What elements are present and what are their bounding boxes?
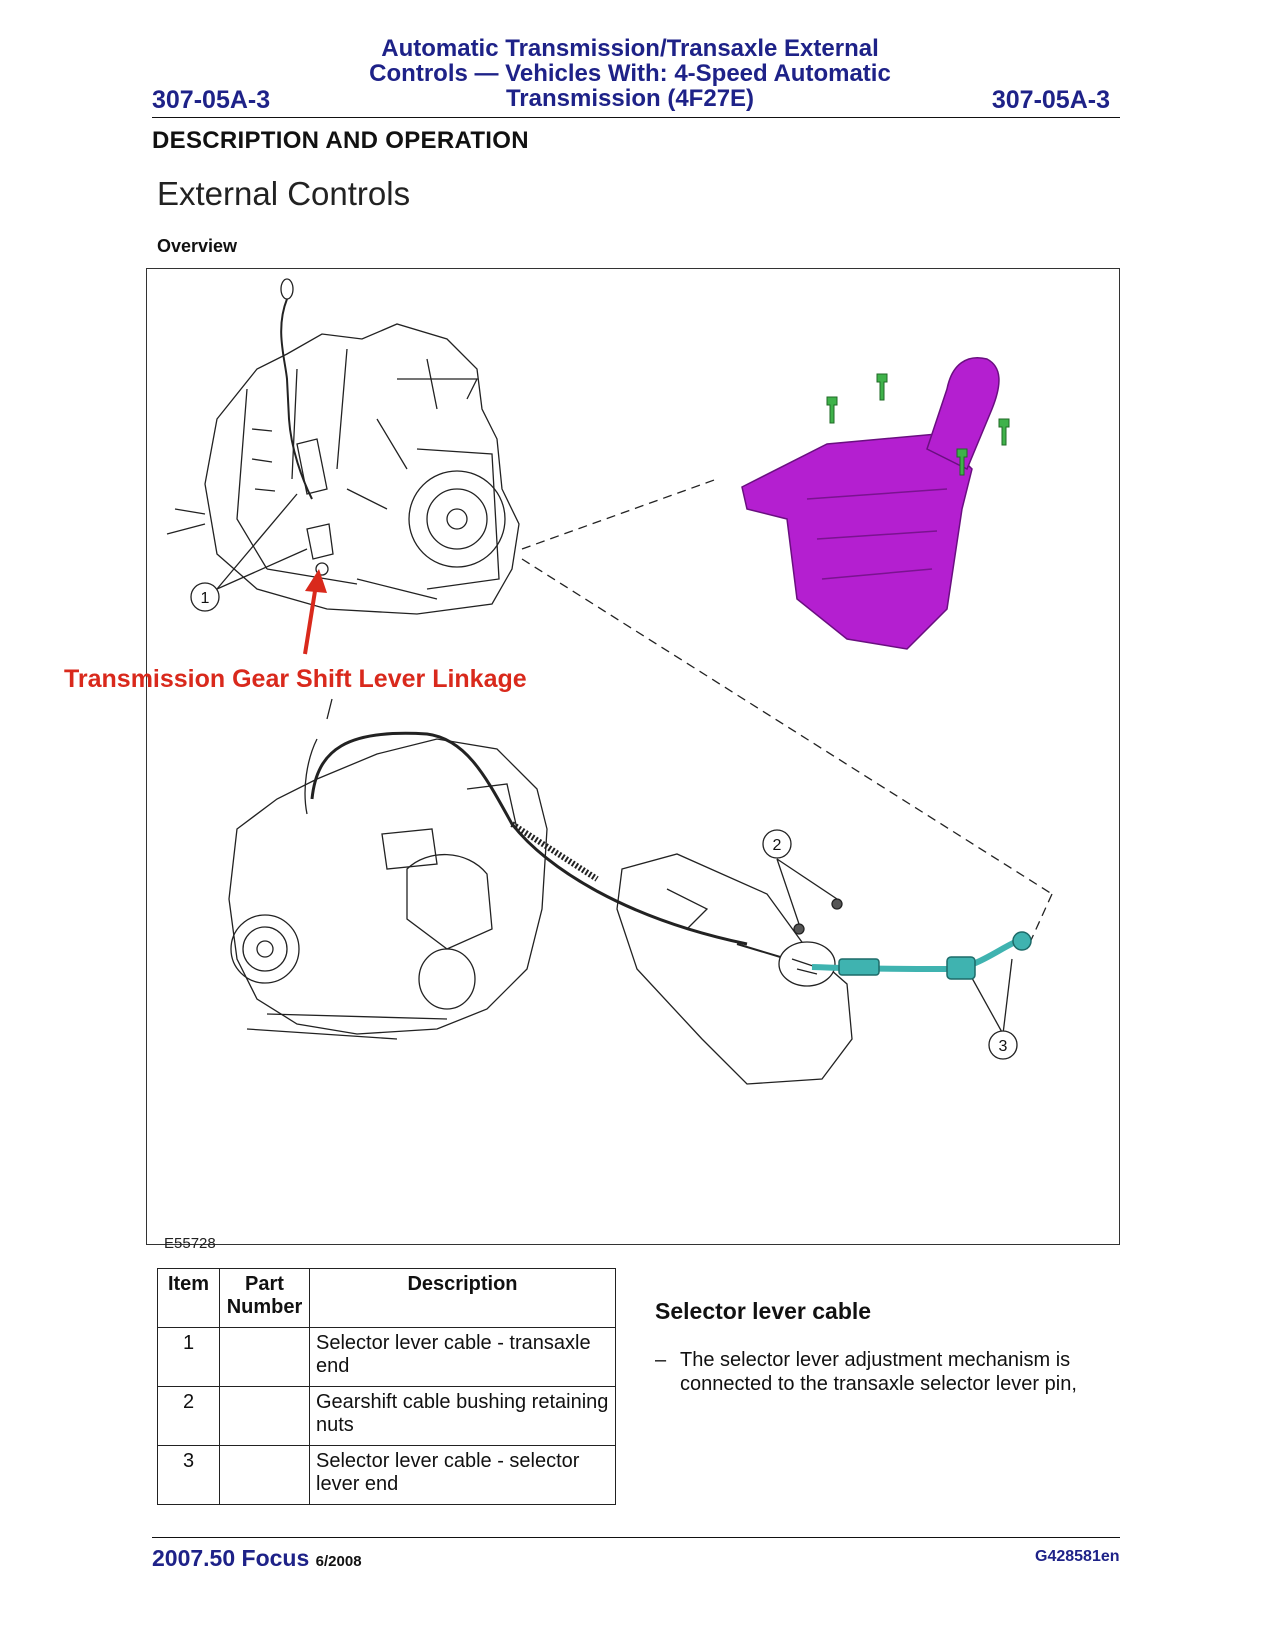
shifter-assembly <box>741 357 1000 650</box>
title-line-3: Transmission (4F27E) <box>505 85 755 112</box>
callout-1-marker <box>190 582 220 612</box>
figure-code: E55728 <box>164 1235 216 1252</box>
item-cell: 1 <box>157 1327 220 1387</box>
callout-3-marker <box>988 1030 1018 1060</box>
red-arrow <box>303 569 327 655</box>
callout-2-marker <box>762 829 792 859</box>
mounting-bolts <box>826 373 1010 476</box>
column-header-item: Item <box>157 1268 220 1328</box>
page-number-left: 307-05A-3 <box>152 86 271 114</box>
linkage-annotation: Transmission Gear Shift Lever Linkage <box>64 665 527 693</box>
overview-subheading: Overview <box>157 236 238 256</box>
callout-2-label: 2 <box>773 837 782 854</box>
section-heading: DESCRIPTION AND OPERATION <box>152 127 529 154</box>
table-row: 3 Selector lever cable - selector lever … <box>157 1445 616 1505</box>
table-row: 1 Selector lever cable - transaxle end <box>157 1327 616 1387</box>
description-cell: Gearshift cable bushing retaining nuts <box>309 1386 616 1446</box>
description-cell: Selector lever cable - transaxle end <box>309 1327 616 1387</box>
header-rule <box>152 117 1120 118</box>
footer-model-name: 2007.50 Focus <box>152 1545 310 1571</box>
footer-code: G428581en <box>1035 1548 1120 1565</box>
footer-model: 2007.50 Focus 6/2008 <box>152 1545 362 1572</box>
parts-table: Item Part Number Description 1 Selector … <box>157 1268 616 1505</box>
footer-date: 6/2008 <box>315 1553 362 1570</box>
transmission-diagram: 1 2 3 <box>166 278 1053 1085</box>
page-title: External Controls <box>157 175 411 212</box>
title-line-2: Controls — Vehicles With: 4-Speed Automa… <box>369 60 891 87</box>
table-row: 2 Gearshift cable bushing retaining nuts <box>157 1386 616 1446</box>
column-header-part-number: Part Number <box>219 1268 310 1328</box>
bullet-marker: – <box>655 1349 667 1371</box>
callout-1-label: 1 <box>201 590 210 607</box>
selector-cable-heading: Selector lever cable <box>655 1298 872 1324</box>
upper-transaxle-drawing <box>166 278 520 615</box>
item-cell: 3 <box>157 1445 220 1505</box>
item-cell: 2 <box>157 1386 220 1446</box>
table-header-row: Item Part Number Description <box>157 1268 616 1328</box>
part-number-cell <box>219 1386 310 1446</box>
title-line-1: Automatic Transmission/Transaxle Externa… <box>381 35 879 62</box>
selector-cable-end <box>811 931 1032 980</box>
column-header-description: Description <box>309 1268 616 1328</box>
overview-figure: 1 2 3 <box>146 268 1120 1245</box>
part-number-cell <box>219 1327 310 1387</box>
lower-transaxle-drawing <box>228 698 548 1040</box>
description-cell: Selector lever cable - selector lever en… <box>309 1445 616 1505</box>
page-number-right: 307-05A-3 <box>991 86 1110 114</box>
document-title: Automatic Transmission/Transaxle Externa… <box>330 36 930 111</box>
footer-rule <box>152 1537 1120 1538</box>
part-number-cell <box>219 1445 310 1505</box>
bullet-text: The selector lever adjustment mechanism … <box>680 1349 1077 1395</box>
callout-3-label: 3 <box>999 1038 1008 1055</box>
